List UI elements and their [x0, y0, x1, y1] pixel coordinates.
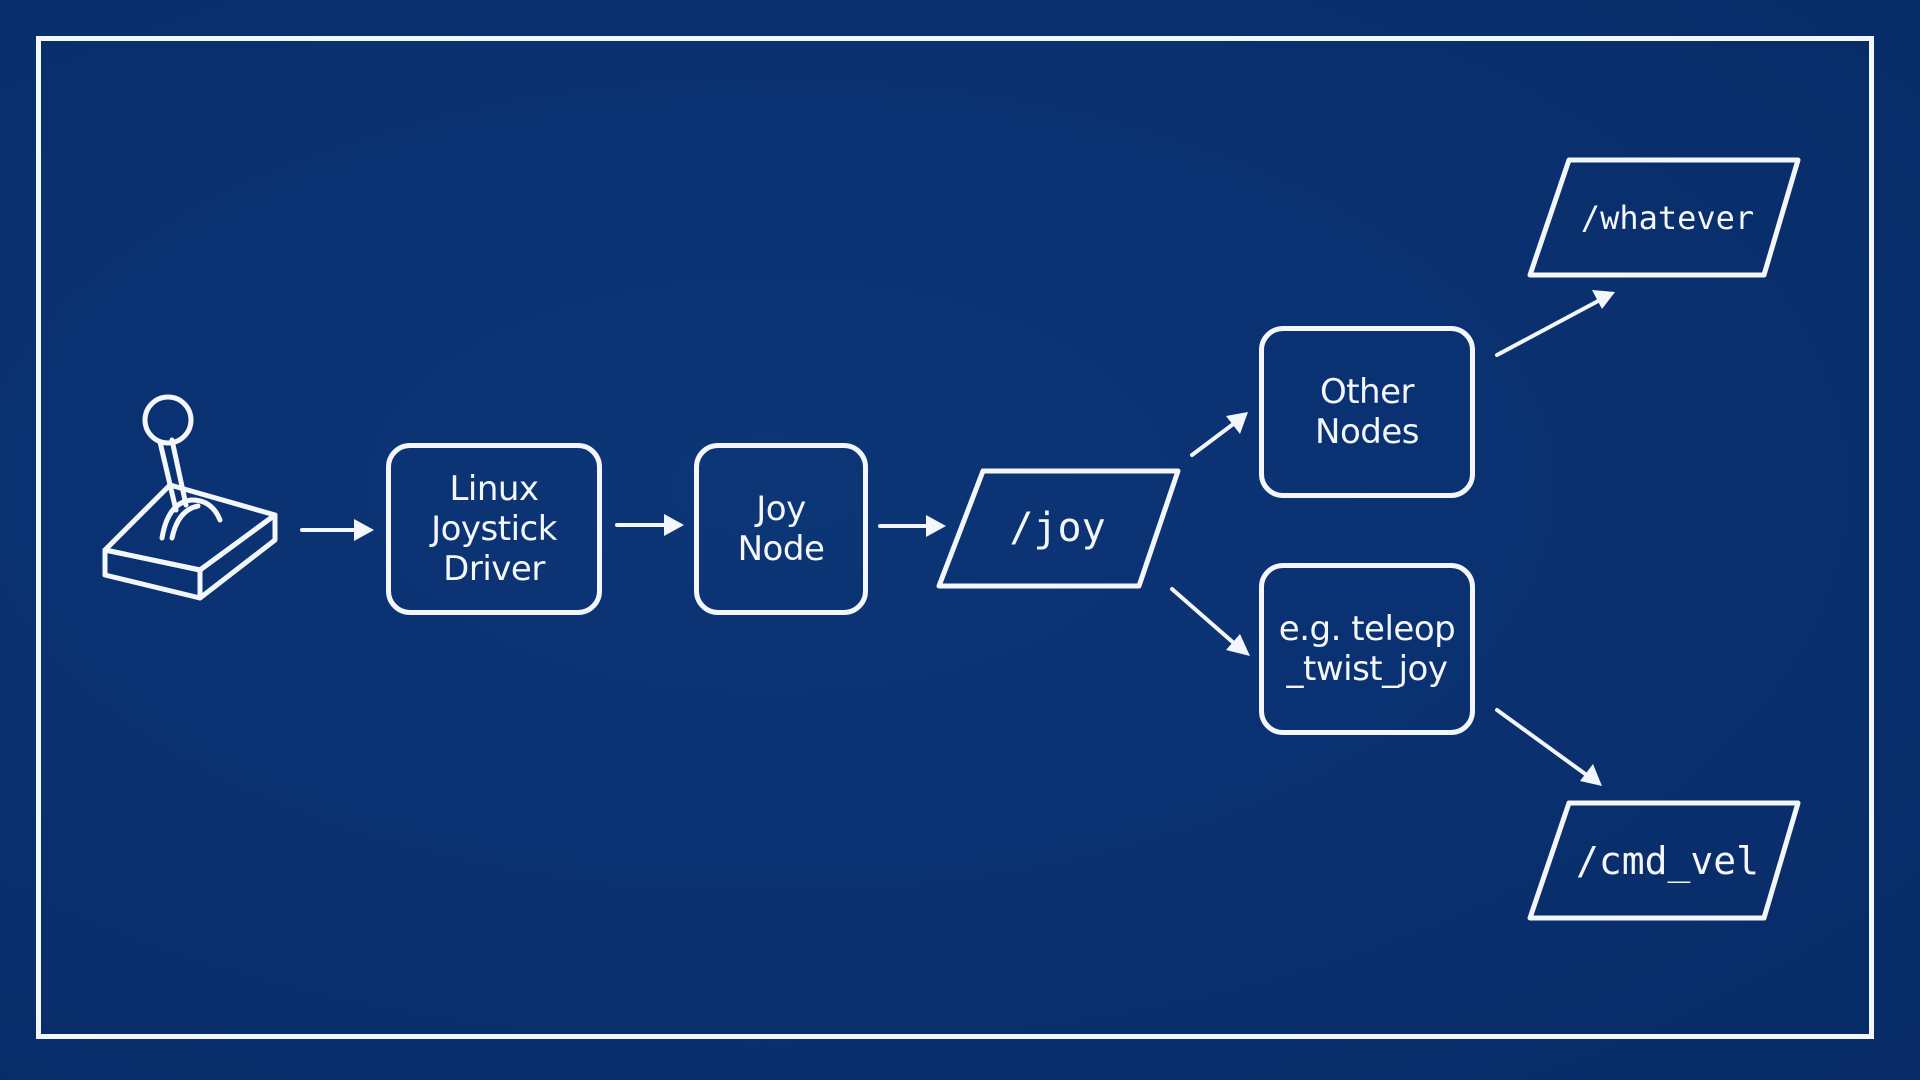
other-nodes-label: Other Nodes	[1315, 372, 1419, 452]
joy-node: Joy Node	[694, 443, 868, 615]
other-nodes-node: Other Nodes	[1259, 326, 1475, 498]
diagram-frame	[36, 36, 1874, 1039]
arrow-teleop-to-cmd-vel	[1495, 708, 1602, 786]
joystick-icon	[102, 394, 278, 601]
teleop-twist-joy-node: e.g. teleop _twist_joy	[1259, 563, 1475, 735]
arrow-other-nodes-to-whatever	[1495, 290, 1615, 357]
whatever-topic-shape	[1527, 157, 1801, 278]
arrow-driver-to-joy-node	[615, 514, 684, 536]
joy-node-label: Joy Node	[737, 489, 825, 569]
joy-topic-shape	[936, 468, 1181, 589]
joy-topic-label: /joy	[1009, 505, 1106, 551]
arrow-joy-to-other-nodes	[1190, 412, 1248, 457]
teleop-twist-joy-label: e.g. teleop _twist_joy	[1278, 609, 1456, 689]
cmd-vel-topic-label: /cmd_vel	[1575, 839, 1760, 883]
arrow-joystick-to-driver	[300, 519, 374, 541]
linux-joystick-driver-label: Linux Joystick Driver	[431, 469, 557, 589]
linux-joystick-driver-node: Linux Joystick Driver	[386, 443, 602, 615]
arrow-joy-to-teleop	[1170, 587, 1250, 656]
whatever-topic-label: /whatever	[1580, 199, 1755, 237]
arrow-joy-node-to-joy-topic	[878, 515, 946, 537]
cmd-vel-topic-shape	[1527, 800, 1801, 921]
